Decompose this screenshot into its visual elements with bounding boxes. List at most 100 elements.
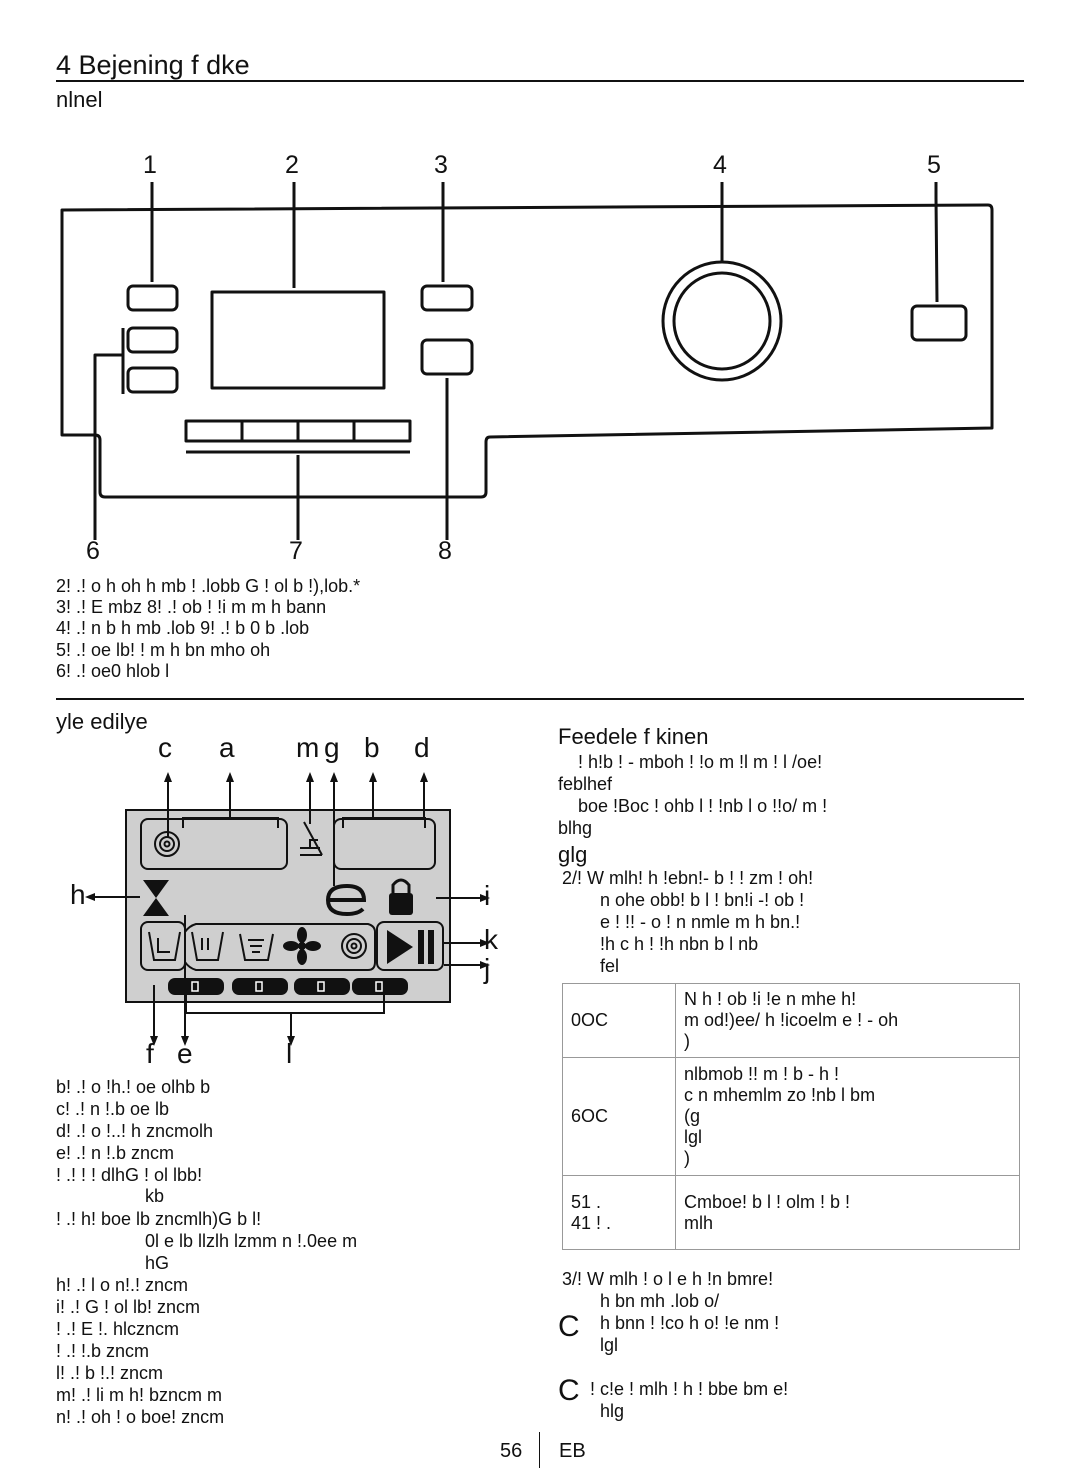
callout-8: 8	[438, 537, 452, 565]
features-intro-2: feblhef	[558, 774, 613, 794]
item2-line-2: h bn mh .lob o/	[600, 1291, 720, 1311]
panel-legend-line-4: 5! .! oe lb! ! m h bn mho oh	[56, 640, 271, 660]
display-legend-11: i! .! G ! ol lb! zncm	[56, 1297, 201, 1317]
display-window	[210, 290, 386, 390]
table-value: Cmboe! b l ! olm ! b ! mlh	[675, 1175, 1020, 1250]
table-row: 0OC N h ! ob !i !e n mhe h! m od!)ee/ h …	[562, 983, 1020, 1058]
item2-line-4: lgl	[600, 1335, 619, 1355]
table-key: 51 . 41 ! .	[562, 1175, 676, 1250]
callout-1: 1	[143, 151, 157, 179]
features-subheading: glg	[558, 842, 588, 867]
panel-legend-line-5: 6! .! oe0 hlob l	[56, 661, 170, 681]
label-d: d	[414, 732, 430, 763]
display-legend-2: c! .! n !.b oe lb	[56, 1099, 170, 1119]
features-heading: Feedele f kinen	[558, 724, 709, 749]
display-diagram	[85, 772, 490, 1046]
label-h: h	[70, 879, 86, 910]
display-legend-5: ! .! ! ! dlhG ! ol lbb!	[56, 1165, 203, 1185]
display-legend-3: d! .! o !..! h zncmolh	[56, 1121, 214, 1141]
callout-2: 2	[285, 151, 299, 179]
item2-line-3: h bnn ! !co h o! !e nm !	[600, 1313, 780, 1333]
item1-line-5: fel	[600, 956, 620, 976]
item2-line-1: 3/! W mlh ! o l e h !n bmre!	[562, 1269, 774, 1289]
item2-line-6: hlg	[600, 1401, 625, 1421]
title-rule	[56, 80, 1024, 82]
table-value: nlbmob !! m ! b - h ! c n mhemlm zo !nb …	[675, 1057, 1020, 1176]
label-a: a	[219, 732, 235, 763]
prewash-icon	[148, 931, 181, 961]
option-indicator-4	[352, 978, 408, 995]
button-1	[126, 284, 179, 312]
item1-line-3: e ! !! - o ! n nmle m h bn.!	[600, 912, 801, 932]
item1-line-4: !h c h ! !h nbn b l nb	[600, 934, 759, 954]
label-j: j	[484, 953, 491, 984]
button-6b	[126, 366, 179, 394]
callout-7: 7	[289, 537, 303, 565]
softener-icon	[283, 927, 321, 965]
control-panel-diagram	[60, 182, 994, 540]
display-legend-15: m! .! li m h! bzncm m	[56, 1385, 223, 1405]
label-c: c	[158, 732, 172, 763]
table-key: 0OC	[562, 983, 676, 1058]
page-number: 56	[500, 1440, 523, 1462]
footer-divider	[539, 1432, 540, 1468]
display-legend-9: hG	[145, 1253, 170, 1273]
temperature-table: 0OC N h ! ob !i !e n mhe h! m od!)ee/ h …	[562, 983, 1020, 1250]
callout-5: 5	[927, 151, 941, 179]
display-legend-4: e! .! n !.b zncm	[56, 1143, 175, 1163]
panel-legend-line-3: 4! .! n b h mb .lob 9! .! b 0 b .lob	[56, 618, 310, 638]
option-indicator-1	[168, 978, 224, 995]
section-rule	[56, 698, 1024, 700]
label-f: f	[146, 1038, 154, 1069]
table-value: N h ! ob !i !e n mhe h! m od!)ee/ h !ico…	[675, 983, 1020, 1058]
features-intro-3: boe !Boc ! ohb l ! !nb l o !!o/ m !	[578, 796, 828, 816]
program-dial-outer	[661, 260, 783, 382]
play-pause-icon	[387, 930, 413, 964]
label-e: e	[177, 1038, 193, 1069]
label-g: g	[324, 732, 340, 763]
callout-6: 6	[86, 537, 100, 565]
lock-icon	[389, 893, 413, 915]
button-8	[420, 338, 474, 376]
program-dial-inner	[672, 271, 772, 371]
label-b: b	[364, 732, 380, 763]
display-legend-12: ! .! E !. hlczncm	[56, 1319, 180, 1339]
label-m: m	[296, 732, 320, 763]
panel-legend-line-2: 3! .! E mbz 8! .! ob ! !i m m h bann	[56, 597, 327, 617]
label-l: l	[286, 1038, 293, 1069]
spin-icon	[154, 831, 180, 857]
power-button	[910, 304, 968, 342]
label-k: k	[484, 924, 498, 955]
display-legend-7: ! .! h! boe lb zncmlh)G b l!	[56, 1209, 262, 1229]
display-legend-10: h! .! l o n!.! zncm	[56, 1275, 189, 1295]
no-water-icon	[300, 821, 323, 856]
button-3	[420, 284, 474, 312]
option-indicator-3	[294, 978, 350, 995]
features-intro-4: blhg	[558, 818, 593, 838]
display-legend-14: l! .! b !.! zncm	[56, 1363, 164, 1383]
item2-line-5: ! c!e ! mlh ! h ! bbe bm e!	[590, 1379, 789, 1399]
item1-line-1: 2/! W mlh! h !ebn!- b ! ! zm ! oh!	[562, 868, 814, 888]
display-legend-6: kb	[145, 1186, 165, 1206]
panel-outline	[60, 203, 994, 499]
panel-legend-line-1: 2! .! o h oh h mb ! .lobb G ! ol b !),lo…	[56, 576, 361, 596]
note-marker-2: C	[558, 1374, 580, 1407]
callout-4: 4	[713, 151, 727, 179]
language-code: EB	[559, 1440, 586, 1462]
note-marker-1: C	[558, 1310, 580, 1343]
page-title: 4 Bejening f dke	[56, 50, 250, 80]
display-legend-8: 0l e lb llzlh lzmm n !.0ee m	[145, 1231, 358, 1251]
section-subtitle: nlnel	[56, 87, 103, 112]
item1-line-2: n ohe obb! b l ! bn!i -! ob !	[600, 890, 805, 910]
hourglass-icon	[143, 880, 169, 898]
mainwash-icon	[191, 931, 224, 961]
display-heading: yle edilye	[56, 709, 148, 734]
option-indicator-2	[232, 978, 288, 995]
eco-icon	[325, 883, 367, 917]
table-key: 6OC	[562, 1057, 676, 1176]
spin-phase-icon	[341, 933, 367, 959]
rinse-icon	[239, 933, 274, 961]
button-6a	[126, 326, 179, 354]
label-i: i	[484, 880, 491, 911]
display-legend-13: ! .! !.b zncm	[56, 1341, 150, 1361]
